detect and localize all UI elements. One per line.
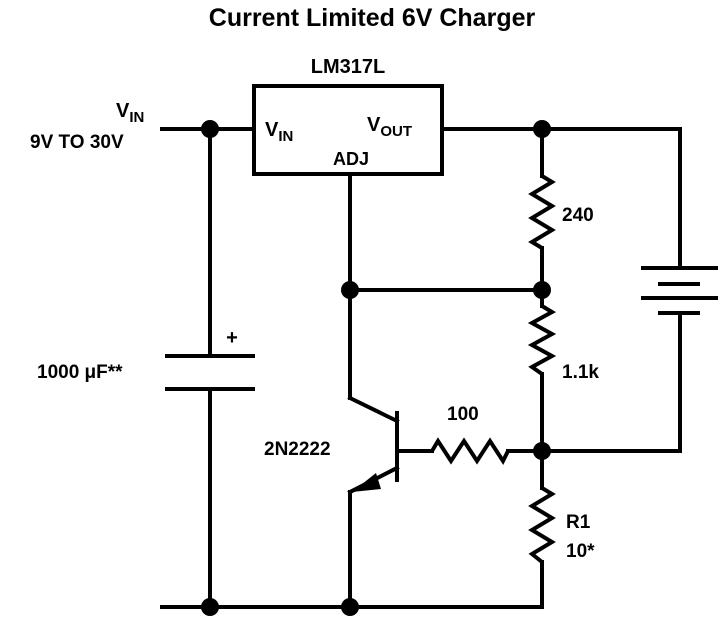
wire-collector-diagonal: [347, 395, 400, 424]
regulator-adj-pin-label: ADJ: [333, 149, 369, 169]
vin-input-letter: V: [116, 100, 130, 122]
resistor-100-label: 100: [447, 404, 479, 425]
resistor-r1-10: [528, 486, 556, 564]
junction-divider: [533, 281, 551, 299]
vin-range-label: 9V TO 30V: [30, 132, 124, 153]
junction-ground-emitter: [341, 598, 359, 616]
resistor-240: [528, 174, 556, 250]
resistor-1-1k: [527, 304, 557, 376]
capacitor-1000uf: + 1000 μF**: [37, 327, 255, 391]
vin-input-label: VIN: [116, 100, 144, 126]
resistor-100: [430, 437, 510, 466]
regulator-vin-pin-label: VIN: [265, 119, 293, 145]
regulator-vin-pin-letter: V: [265, 119, 279, 141]
lm317l-regulator: LM317L VIN VOUT ADJ: [252, 56, 444, 176]
regulator-vin-pin-subscript: IN: [278, 128, 293, 145]
resistor-r1-value-label: 10*: [566, 541, 595, 562]
junction-output: [533, 120, 551, 138]
resistor-240-label: 240: [562, 205, 594, 226]
vin-input-subscript: IN: [129, 109, 144, 126]
wires: [160, 127, 682, 609]
diagram-title: Current Limited 6V Charger: [209, 4, 536, 32]
resistor-1-1k-label: 1.1k: [562, 362, 599, 383]
junction-input: [201, 120, 219, 138]
junction-sense: [533, 442, 551, 460]
regulator-vout-pin-label: VOUT: [367, 114, 412, 140]
junction-ground-cap: [201, 598, 219, 616]
regulator-vout-pin-subscript: OUT: [380, 123, 412, 140]
battery: [641, 266, 718, 315]
resistor-r1-name-label: R1: [566, 512, 591, 533]
junctions: [201, 120, 551, 616]
regulator-part-label: LM317L: [311, 56, 385, 78]
capacitor-polarity-label: +: [226, 327, 238, 349]
capacitor-value-label: 1000 μF**: [37, 362, 123, 383]
junction-adj: [341, 281, 359, 299]
emitter-arrow-icon: [352, 473, 381, 492]
transistor-part-label: 2N2222: [264, 439, 331, 460]
regulator-vout-pin-letter: V: [367, 114, 381, 136]
